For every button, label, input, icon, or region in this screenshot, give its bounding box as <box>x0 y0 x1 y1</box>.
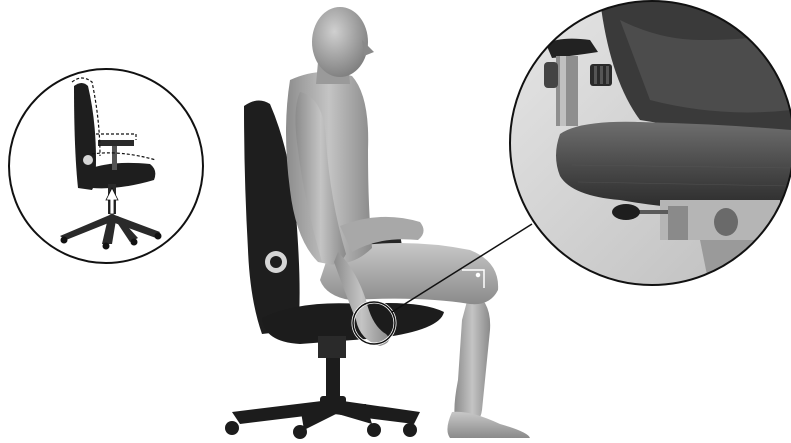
armrest-closeup-detail <box>510 0 791 300</box>
height-adjustment-detail <box>9 69 203 263</box>
person-foot <box>447 412 530 438</box>
seated-person <box>286 7 530 438</box>
person-head <box>312 7 368 77</box>
person-lower-leg <box>454 290 490 424</box>
adjustment-knob-icon <box>590 64 612 86</box>
chair-base <box>225 350 420 439</box>
